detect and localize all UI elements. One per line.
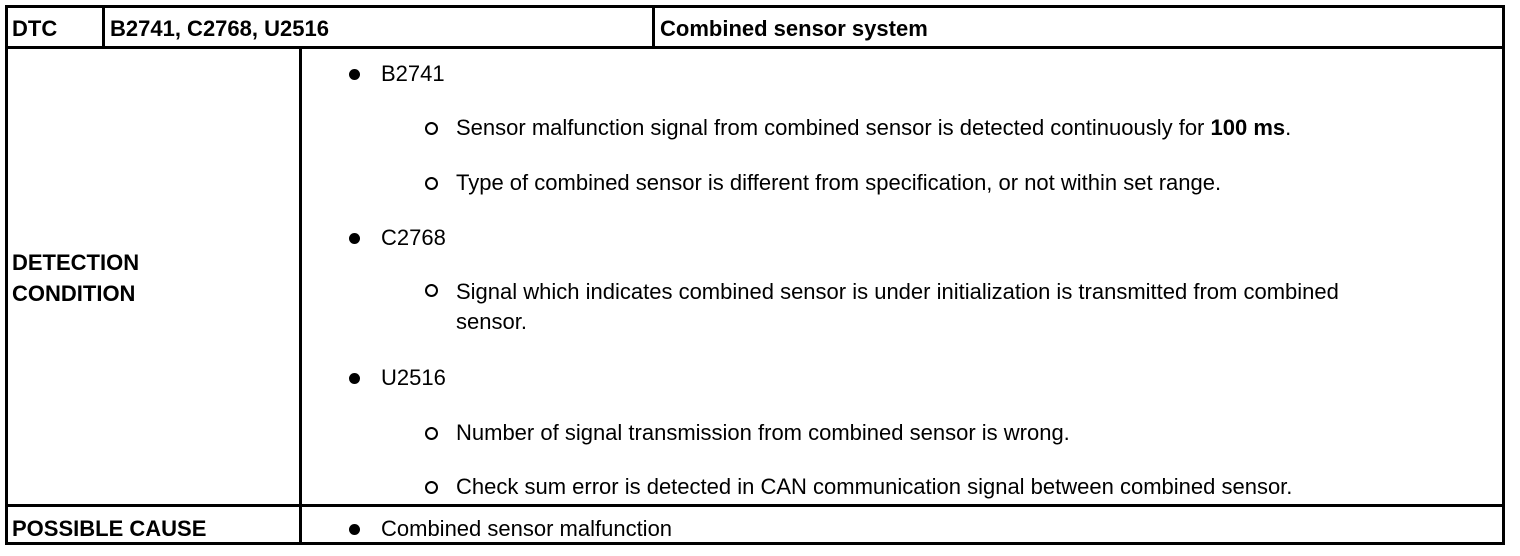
detection-label-line1: DETECTION [12, 250, 140, 275]
dtc-label: DTC [12, 16, 58, 41]
sub-bullet-icon [425, 122, 438, 135]
item-text: Type of combined sensor is different fro… [456, 170, 1222, 195]
dtc-label-divider [102, 5, 105, 48]
possible-cause-item: Combined sensor malfunction [349, 516, 672, 542]
dtc-table [5, 5, 1505, 545]
group-code: B2741 [381, 61, 445, 86]
sub-bullet-icon [425, 177, 438, 190]
detection-group-u2516: U2516 [349, 365, 446, 391]
detection-label-line2: CONDITION [12, 281, 136, 306]
sub-bullet-icon [425, 427, 438, 440]
detection-item: Check sum error is detected in CAN commu… [425, 474, 1292, 500]
dtc-codes: B2741, C2768, U2516 [110, 16, 329, 41]
possible-cause-label: POSSIBLE CAUSE [12, 516, 207, 541]
detection-item: Sensor malfunction signal from combined … [425, 115, 1291, 141]
bullet-icon [349, 373, 360, 384]
bullet-icon [349, 69, 360, 80]
group-code: U2516 [381, 365, 446, 390]
bullet-icon [349, 524, 360, 535]
detection-item: Signal which indicates combined sensor i… [425, 277, 1356, 337]
cause-text: Combined sensor malfunction [381, 516, 673, 541]
cause-divider [5, 504, 1505, 507]
item-text: Check sum error is detected in CAN commu… [456, 474, 1293, 499]
sub-bullet-icon [425, 284, 438, 297]
system-name: Combined sensor system [660, 16, 928, 41]
label-column-divider [299, 46, 302, 545]
item-text: Number of signal transmission from combi… [456, 420, 1070, 445]
item-text: Signal which indicates combined sensor i… [456, 279, 1339, 334]
detection-item: Type of combined sensor is different fro… [425, 170, 1221, 196]
item-text-end: . [1285, 115, 1292, 140]
dtc-codes-divider [652, 5, 655, 48]
detection-group-c2768: C2768 [349, 225, 446, 251]
detection-item: Number of signal transmission from combi… [425, 420, 1070, 446]
item-text-bold: 100 ms [1210, 115, 1286, 140]
bullet-icon [349, 233, 360, 244]
header-divider [5, 46, 1505, 49]
sub-bullet-icon [425, 481, 438, 494]
detection-group-b2741: B2741 [349, 61, 445, 87]
group-code: C2768 [381, 225, 446, 250]
item-text: Sensor malfunction signal from combined … [456, 115, 1211, 140]
